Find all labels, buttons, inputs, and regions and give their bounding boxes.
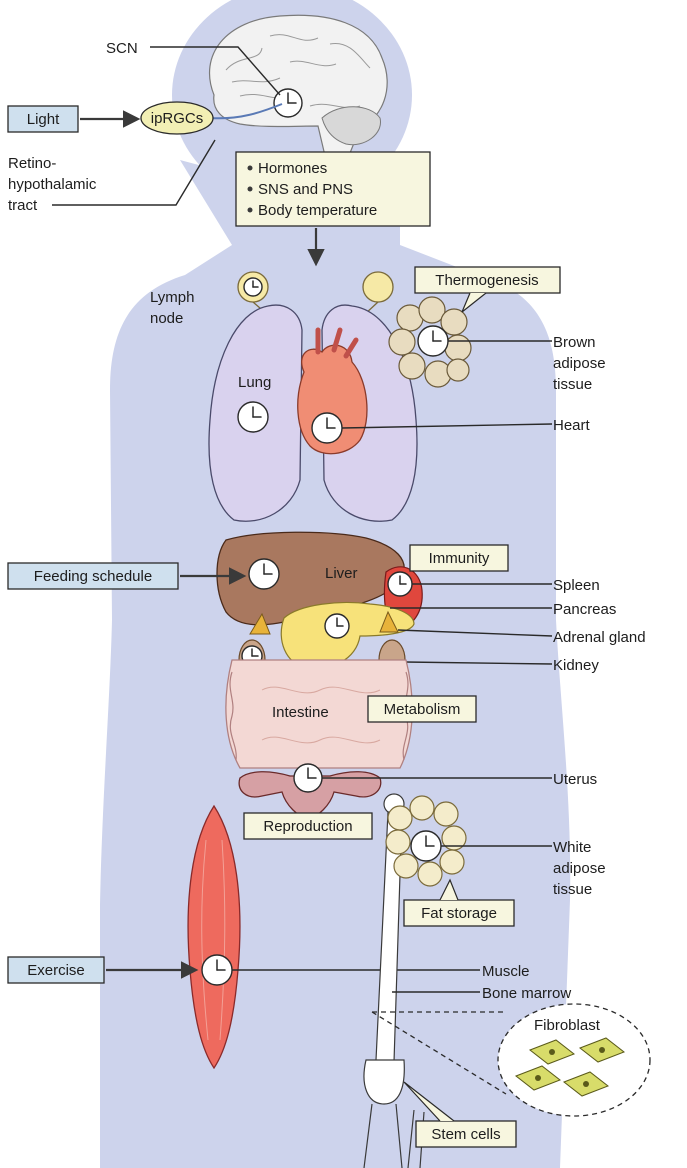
muscle-label: Muscle	[482, 963, 530, 980]
stem-cells-label: Stem cells	[431, 1126, 500, 1143]
signal-hormones: Hormones	[258, 160, 327, 177]
uterus-label: Uterus	[553, 771, 597, 788]
exercise-box: Exercise	[8, 957, 104, 983]
systemic-signals-box: Hormones SNS and PNS Body temperature	[236, 152, 430, 226]
svg-text:tract: tract	[8, 197, 38, 214]
feeding-schedule-box: Feeding schedule	[8, 563, 178, 589]
pancreas-label: Pancreas	[553, 601, 616, 618]
muscle-clock-icon	[202, 955, 232, 985]
svg-text:Retino-: Retino-	[8, 155, 56, 172]
fibroblast-label: Fibroblast	[534, 1017, 601, 1034]
feeding-schedule-label: Feeding schedule	[34, 568, 152, 585]
immunity-label: Immunity	[429, 550, 490, 567]
lymph-node-right	[363, 272, 393, 302]
brown-adipose-clock-icon	[418, 326, 448, 356]
reproduction-label: Reproduction	[263, 818, 352, 835]
svg-text:tissue: tissue	[553, 376, 592, 393]
metabolism-box: Metabolism	[368, 696, 476, 722]
uterus-clock-icon	[294, 764, 322, 792]
fat-storage-box: Fat storage	[404, 900, 514, 926]
svg-text:node: node	[150, 310, 183, 327]
thermogenesis-box: Thermogenesis	[415, 267, 560, 293]
light-label: Light	[27, 111, 60, 128]
stem-cells-box: Stem cells	[416, 1121, 516, 1147]
iprgcs-ellipse: ipRGCs	[141, 102, 213, 134]
fat-storage-label: Fat storage	[421, 905, 497, 922]
bone-marrow-label: Bone marrow	[482, 985, 571, 1002]
immunity-box: Immunity	[410, 545, 508, 571]
signal-sns-pns: SNS and PNS	[258, 181, 353, 198]
light-input-box: Light	[8, 106, 78, 132]
svg-text:Brown: Brown	[553, 334, 596, 351]
kidney-label: Kidney	[553, 657, 599, 674]
adrenal-gland-label: Adrenal gland	[553, 629, 646, 646]
heart-label: Heart	[553, 417, 591, 434]
reproduction-box: Reproduction	[244, 813, 372, 839]
thermogenesis-label: Thermogenesis	[435, 272, 538, 289]
spleen-label: Spleen	[553, 577, 600, 594]
svg-text:Lymph: Lymph	[150, 289, 194, 306]
pancreas-clock-icon	[325, 614, 349, 638]
spleen-clock-icon	[388, 572, 412, 596]
white-adipose-label: White adipose tissue	[553, 839, 606, 898]
svg-text:White: White	[553, 839, 591, 856]
intestine-label: Intestine	[272, 704, 329, 721]
liver-clock-icon	[249, 559, 279, 589]
lymph-node-left	[238, 272, 268, 302]
signal-body-temperature: Body temperature	[258, 202, 377, 219]
iprgcs-label: ipRGCs	[151, 110, 204, 127]
exercise-label: Exercise	[27, 962, 85, 979]
svg-text:adipose: adipose	[553, 355, 606, 372]
brown-adipose-label: Brown adipose tissue	[553, 334, 606, 393]
lung-label: Lung	[238, 374, 271, 391]
svg-text:hypothalamic: hypothalamic	[8, 176, 97, 193]
scn-label: SCN	[106, 40, 138, 57]
metabolism-label: Metabolism	[384, 701, 461, 718]
svg-text:adipose: adipose	[553, 860, 606, 877]
lung-clock-icon	[238, 402, 268, 432]
svg-text:tissue: tissue	[553, 881, 592, 898]
liver-label: Liver	[325, 565, 358, 582]
heart-clock-icon	[312, 413, 342, 443]
white-adipose-clock-icon	[411, 831, 441, 861]
